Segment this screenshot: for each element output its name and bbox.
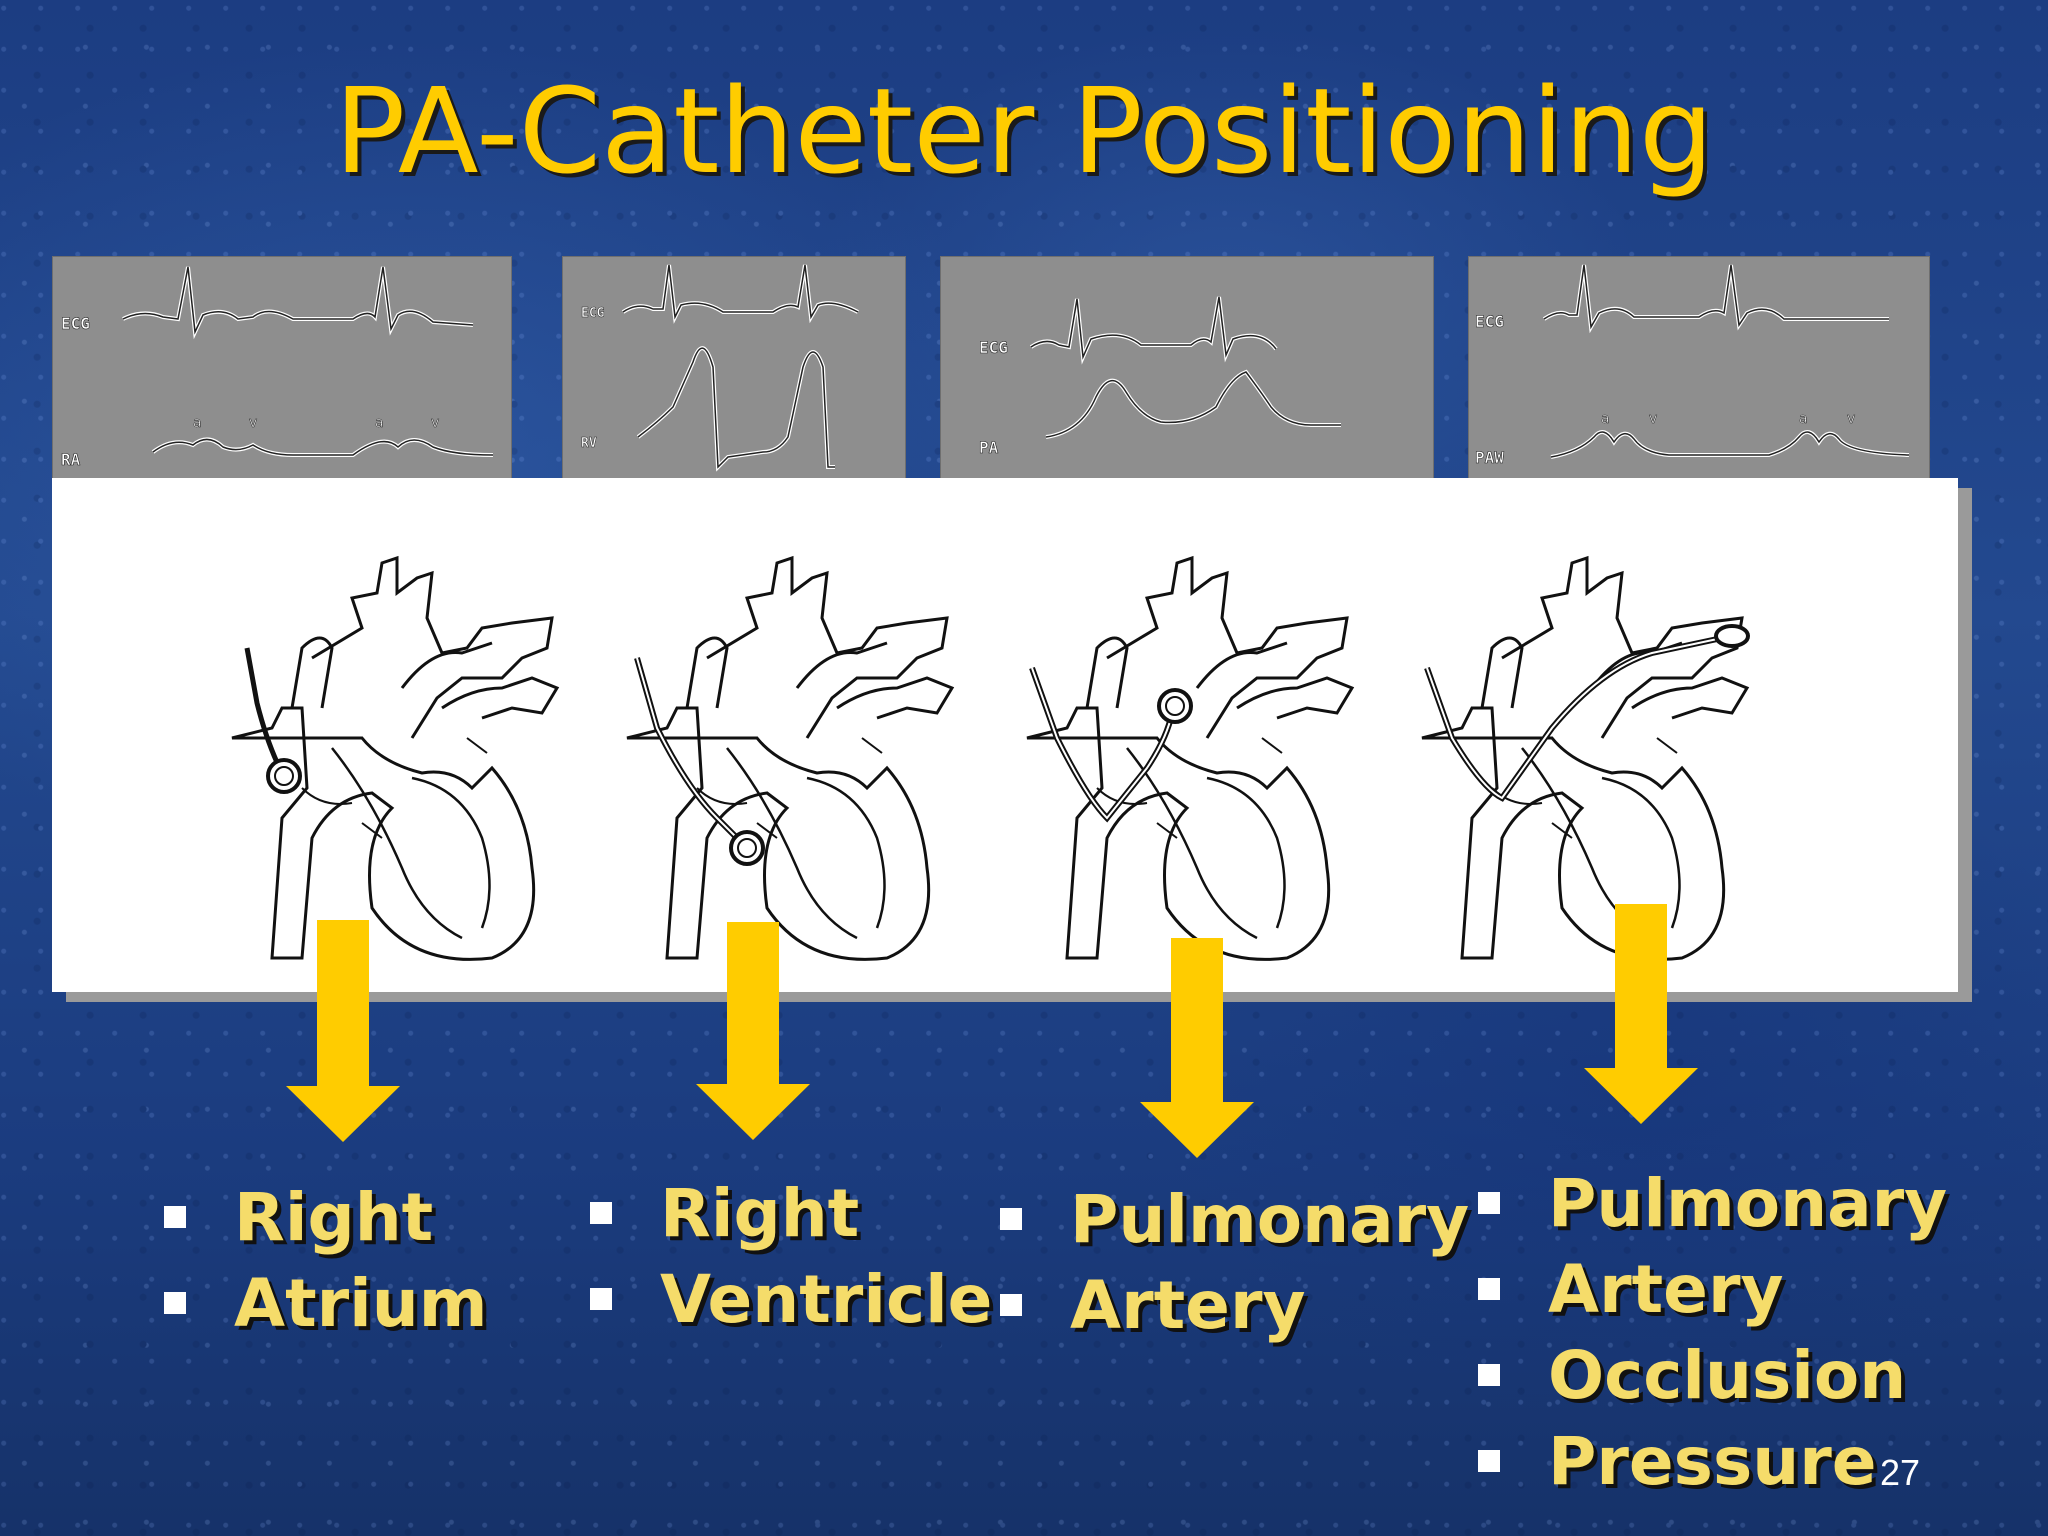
bullet-icon	[1478, 1364, 1500, 1386]
trace-top-label: ECG	[979, 338, 1008, 357]
arrow-down-icon	[696, 922, 810, 1140]
trace-bottom-label: RA	[61, 450, 81, 469]
paw-waveform: ECG PAW a v a v	[1475, 264, 1910, 467]
slide-title: PA-Catheter Positioning	[334, 62, 1714, 200]
list-item: Right	[590, 1170, 992, 1256]
rv-waveform: ECG RV	[581, 264, 859, 472]
ra-waveform: ECG RA a v a v	[61, 266, 494, 469]
bullet-icon	[1000, 1294, 1022, 1316]
trace-top-label: ECG	[581, 306, 605, 321]
arrow-down-icon	[286, 920, 400, 1142]
bullet-icon	[1478, 1278, 1500, 1300]
trace-top-label: ECG	[61, 314, 90, 333]
trace-bottom-label: RV	[581, 436, 597, 451]
list-item: Pulmonary	[1000, 1176, 1469, 1262]
label-pulmonary-artery-occlusion-pressure: Pulmonary Artery Occlusion Pressure	[1478, 1160, 1947, 1504]
bullet-icon	[590, 1288, 612, 1310]
bullet-icon	[1000, 1208, 1022, 1230]
heart-pulmonary-artery	[1025, 556, 1354, 961]
arrow-down-icon	[1584, 904, 1698, 1124]
label-pulmonary-artery: Pulmonary Artery	[1000, 1176, 1469, 1348]
list-item: Atrium	[164, 1260, 488, 1346]
wave-label: v	[249, 415, 257, 431]
trace-top-label: ECG	[1475, 312, 1504, 331]
label-right-ventricle: Right Ventricle	[590, 1170, 992, 1342]
wave-label: v	[431, 415, 439, 431]
bullet-icon	[164, 1206, 186, 1228]
wave-label: v	[1649, 411, 1657, 427]
trace-bottom-label: PAW	[1475, 448, 1504, 467]
label-right-atrium: Right Atrium	[164, 1174, 488, 1346]
wave-label: a	[193, 415, 202, 431]
heart-right-atrium	[230, 556, 559, 961]
list-item: Right	[164, 1174, 488, 1260]
trace-panel-ra: ECG RA a v a v	[52, 256, 512, 480]
trace-panel-paw: ECG PAW a v a v	[1468, 256, 1930, 480]
wave-label: v	[1847, 411, 1855, 427]
list-item: Pressure	[1478, 1418, 1947, 1504]
bullet-icon	[164, 1292, 186, 1314]
heart-pulmonary-artery-occlusion	[1420, 556, 1750, 961]
bullet-icon	[1478, 1450, 1500, 1472]
list-item: Occlusion	[1478, 1332, 1947, 1418]
page-number: 27	[1880, 1452, 1921, 1493]
trace-panel-pa: ECG PA	[940, 256, 1434, 480]
heart-right-ventricle	[625, 556, 954, 961]
trace-panel-rv: ECG RV	[562, 256, 906, 480]
wave-label: a	[375, 415, 384, 431]
list-item: Pulmonary	[1478, 1160, 1947, 1246]
bullet-icon	[590, 1202, 612, 1224]
arrow-down-icon	[1140, 938, 1254, 1158]
wave-label: a	[1601, 411, 1610, 427]
bullet-icon	[1478, 1192, 1500, 1214]
list-item: Artery	[1000, 1262, 1469, 1348]
heart-diagrams	[230, 556, 1750, 961]
trace-bottom-label: PA	[979, 438, 999, 457]
list-item: Ventricle	[590, 1256, 992, 1342]
list-item: Artery	[1478, 1246, 1947, 1332]
pa-waveform: ECG PA	[979, 296, 1341, 457]
wave-label: a	[1799, 411, 1808, 427]
